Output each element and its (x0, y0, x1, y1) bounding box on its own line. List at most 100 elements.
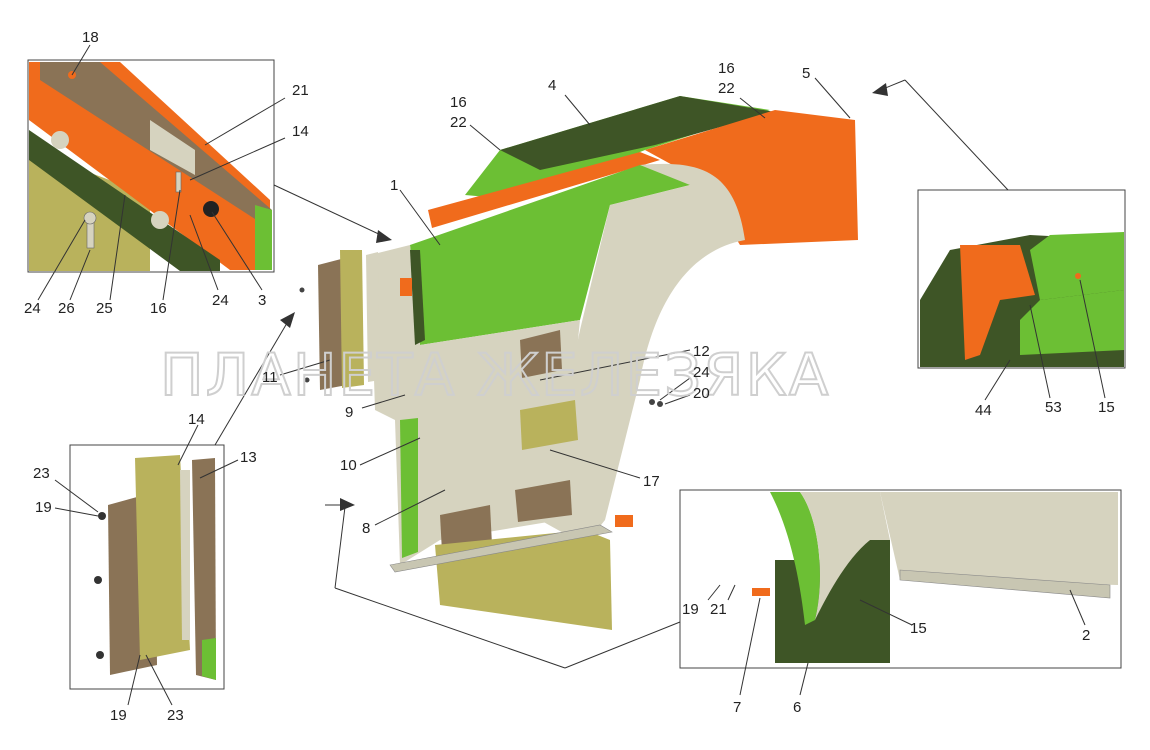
lead-16-22-a (469, 124, 501, 151)
lead-24-20 (659, 377, 691, 401)
inset-br-rail (899, 569, 1111, 599)
fender-upper-green (410, 165, 695, 345)
label-17: 17 (643, 473, 660, 490)
label-25: 25 (96, 300, 113, 317)
lead-20 (664, 394, 691, 405)
lead-br-15 (859, 599, 913, 626)
fender-arch-beige (540, 163, 745, 545)
inset-r-orange-bracket (960, 245, 1035, 360)
left-bracket-dark (318, 258, 347, 390)
lead-r-15 (1079, 279, 1106, 399)
arrow-inset-r (872, 83, 888, 96)
lead-br-19-21 (707, 584, 721, 601)
inset-br-green-curve (770, 492, 820, 625)
lead-bl-13 (199, 459, 239, 479)
label-24-inset-tl-b: 24 (212, 292, 229, 309)
lead-tl-26 (69, 249, 91, 301)
label-21-inset-br: 21 (710, 601, 727, 618)
lead-r-53 (1029, 304, 1051, 399)
label-16-top-right: 16 (718, 60, 735, 77)
lead-tl-21 (204, 97, 286, 146)
lead-16-22-b (739, 97, 766, 119)
lead-bl-14 (177, 424, 199, 466)
lead-br-6 (799, 662, 809, 696)
inset-br-beige-curve (800, 492, 890, 620)
inset-br-orange-plate (752, 588, 770, 596)
bolt-20-b (657, 401, 663, 407)
inset-tl-hole-a (51, 131, 69, 149)
label-19-inset-br: 19 (682, 601, 699, 618)
inset-bl-nut-a (98, 512, 106, 520)
inset-bottom-left (69, 444, 225, 690)
inset-tl-washer-24 (83, 211, 97, 225)
label-26: 26 (58, 300, 75, 317)
label-16-top-left: 16 (450, 94, 467, 111)
lower-rail (389, 524, 613, 573)
top-box-orange-end (645, 110, 858, 245)
bracket-lower (515, 480, 572, 522)
lead-17 (549, 449, 641, 479)
leader-inset-bl (214, 317, 291, 446)
side-panel-beige (370, 245, 580, 565)
arrow-inset-bl (280, 312, 295, 328)
inset-bl-nut-b (94, 576, 102, 584)
bracket-middle (520, 400, 578, 450)
inset-right (917, 189, 1126, 369)
label-19-inset-bl-bottom: 19 (110, 707, 127, 724)
label-19-inset-bl-top: 19 (35, 499, 52, 516)
inset-bl-olive-plate (135, 455, 190, 660)
bolt-11-b (304, 377, 310, 383)
label-22-top-right: 22 (718, 80, 735, 97)
lead-br-2 (1069, 589, 1086, 626)
label-11: 11 (262, 369, 278, 386)
lead-12 (539, 349, 691, 381)
inset-r-screw-15 (1075, 273, 1081, 279)
lead-tl-14 (189, 137, 286, 181)
label-16-inset-tl: 16 (150, 300, 167, 317)
inset-tl-hole-b (151, 211, 169, 229)
label-6: 6 (793, 699, 801, 716)
label-10: 10 (340, 457, 357, 474)
label-23-inset-bl-bottom: 23 (167, 707, 184, 724)
label-24-main: 24 (693, 364, 710, 381)
inset-tl-green-edge (255, 205, 272, 270)
label-2: 2 (1082, 627, 1090, 644)
left-bracket-beige (366, 252, 380, 382)
label-9: 9 (345, 404, 353, 421)
lead-bl-23b (145, 654, 173, 706)
bracket-left (440, 505, 492, 552)
inset-tl-nut (203, 201, 219, 217)
leader-inset-r (904, 79, 1009, 191)
label-8: 8 (362, 520, 370, 537)
lead-tl-3 (211, 211, 263, 291)
leader-inset-br-c (334, 506, 346, 589)
lead-tl-18 (71, 44, 91, 76)
lead-9 (361, 394, 406, 409)
label-5: 5 (802, 65, 810, 82)
lead-r-44 (984, 359, 1011, 401)
lead-10 (359, 437, 421, 466)
lead-tl-24b (189, 214, 219, 291)
label-44: 44 (975, 402, 992, 419)
lead-1 (399, 189, 441, 246)
top-box-dark-lid (500, 96, 775, 170)
lead-bl-23a (54, 479, 99, 513)
label-12: 12 (693, 343, 710, 360)
lead-br-21 (727, 584, 736, 601)
top-box-orange-strip (428, 152, 660, 228)
inset-bl-dark-strip (192, 458, 216, 680)
bolt-11-a (299, 287, 305, 293)
inset-bl-green-strip (202, 638, 216, 680)
lead-bl-19a (54, 507, 99, 517)
label-14-inset-bl: 14 (188, 411, 205, 428)
leader-inset-tl (273, 184, 386, 238)
bracket-upper (520, 330, 562, 378)
inset-tl-bolt-16 (175, 171, 182, 193)
label-3: 3 (258, 292, 266, 309)
label-7: 7 (733, 699, 741, 716)
label-15-inset-br: 15 (910, 620, 927, 637)
lead-tl-24a (37, 219, 86, 301)
leader-lines (37, 44, 1106, 706)
